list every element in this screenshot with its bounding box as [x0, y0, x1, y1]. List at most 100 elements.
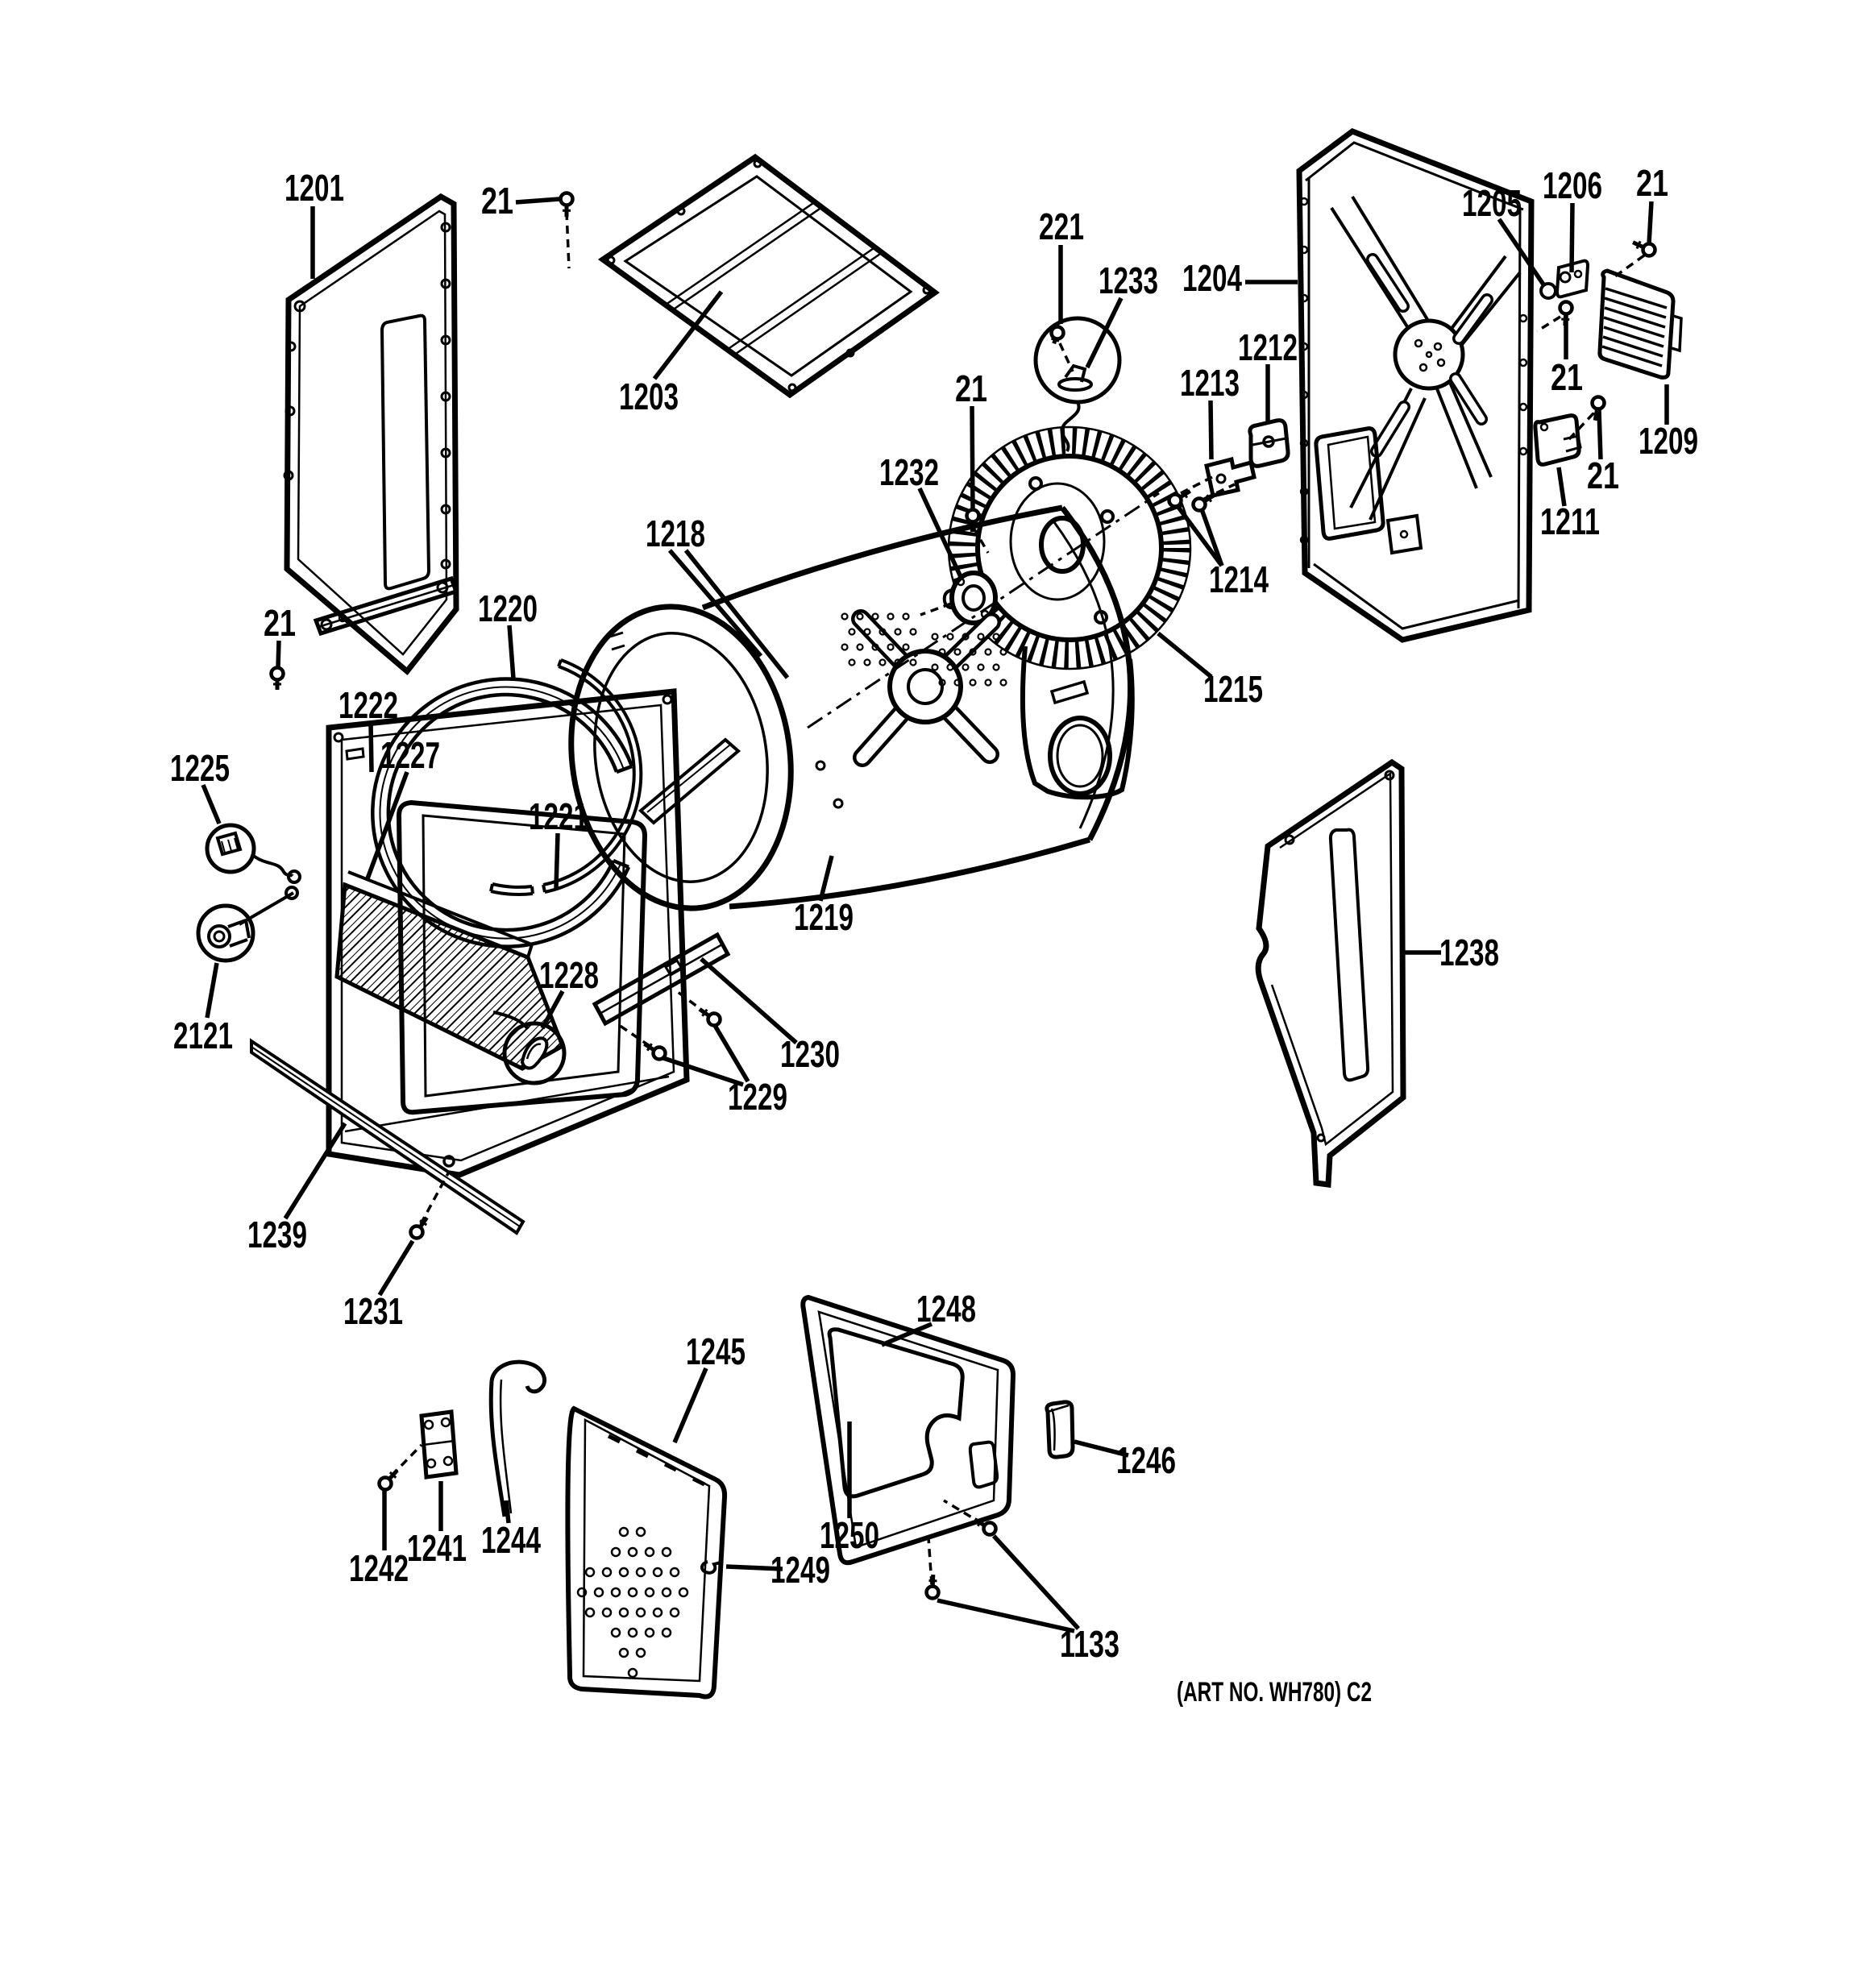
leader-line-1133 [991, 1534, 1081, 1630]
part-label-1230: 1230 [780, 1033, 840, 1075]
part-label-1244: 1244 [481, 1519, 541, 1561]
hub-perforation-dot [856, 612, 864, 620]
rear-panel-1204 [1296, 128, 1535, 643]
screw-thread [388, 1471, 397, 1479]
hub-perforation-dot [946, 663, 954, 671]
perforation-dot [635, 1607, 646, 1618]
axis-dashdot-line [807, 492, 1160, 729]
inset-detail-circle [502, 1021, 567, 1085]
perforation-dot [618, 1526, 629, 1538]
part-label-1219: 1219 [794, 896, 854, 938]
hub-perforation-dot [938, 648, 946, 656]
dashed-line [565, 211, 571, 269]
igniter-inset-detail [1057, 363, 1093, 452]
perforation-dot [644, 1587, 655, 1598]
leader-line-1225 [201, 783, 222, 825]
leader-line-1203 [652, 290, 724, 380]
part-label-1228: 1228 [539, 954, 599, 996]
hub-perforation-dot [992, 663, 1000, 671]
hub-perforation-dot [977, 663, 985, 671]
wire-squiggle [1060, 401, 1081, 452]
leader-line-1244 [504, 1500, 511, 1524]
perforation-dot [669, 1567, 680, 1578]
screw-thread [1206, 494, 1213, 503]
perforation-dot [669, 1607, 680, 1618]
screw-head-icon [269, 666, 285, 682]
leader-line-1218 [683, 549, 790, 679]
dashed-line [1180, 475, 1213, 495]
perforation-dot [618, 1647, 629, 1658]
part-label-1233: 1233 [1099, 259, 1158, 301]
leader-line-1233 [1085, 297, 1124, 369]
perforation-dot [576, 1587, 588, 1598]
part-label-1231: 1231 [343, 1290, 403, 1332]
hub-perforation-dot [992, 633, 1000, 641]
hub-perforation-dot [984, 648, 992, 656]
leader-line-1232 [917, 487, 964, 580]
perforation-dot [610, 1546, 621, 1558]
leader-line-1229 [712, 1023, 750, 1083]
part-label-1232: 1232 [879, 451, 939, 493]
art-number-text: (ART NO. WH780) C2 [1177, 1677, 1372, 1708]
access-panel-1245 [565, 1405, 728, 1700]
leader-line-2121 [205, 962, 219, 1019]
drum-baffle [638, 737, 741, 825]
cover-plate-1211 [1533, 413, 1582, 467]
part-label-21: 21 [1587, 454, 1619, 496]
lint-filter-1227 [334, 870, 566, 1071]
part-label-1218: 1218 [646, 513, 705, 554]
hub-perforation-dot [856, 643, 864, 651]
leader-line-1214 [1175, 504, 1224, 567]
hub-perforation-dot [902, 643, 910, 651]
part-label-21: 21 [1636, 162, 1668, 204]
part-label-21: 21 [1551, 356, 1583, 398]
perforation-dot [627, 1546, 638, 1558]
inset-detail-circle [1033, 316, 1122, 405]
door-handle-1246 [1045, 1400, 1075, 1459]
front-panel-1222 [285, 688, 690, 1178]
idler-assembly-1212 [1248, 418, 1290, 468]
part-label-1215: 1215 [1203, 668, 1263, 710]
hub-perforation-dot [931, 633, 939, 641]
part-label-21: 21 [955, 367, 987, 409]
part-label-21: 21 [264, 602, 296, 644]
perforation-dot [618, 1567, 629, 1578]
perforation-dot [661, 1627, 672, 1638]
hub-perforation-dot [931, 663, 939, 671]
leader-line-21 [515, 197, 560, 205]
hub-perforation-dot [863, 658, 871, 666]
part-label-1209: 1209 [1639, 420, 1698, 462]
top-panel-1203 [597, 153, 940, 399]
part-label-1250: 1250 [820, 1514, 879, 1556]
hub-perforation-dot [887, 612, 895, 620]
part-label-1227: 1227 [380, 734, 440, 776]
screw-thread [701, 1008, 708, 1017]
part-label-1248: 1248 [916, 1288, 976, 1330]
screw-head-icon [924, 1584, 941, 1600]
part-label-1221: 1221 [529, 795, 588, 837]
perforation-dot [584, 1607, 596, 1618]
door-hinge-1241 [419, 1409, 459, 1480]
washer-1205 [1539, 282, 1557, 300]
hub-perforation-dot [863, 628, 871, 636]
perforation-dot [635, 1526, 646, 1538]
hub-perforation-dot [969, 679, 977, 687]
leader-line-1219 [818, 855, 834, 902]
part-label-1211: 1211 [1540, 500, 1600, 542]
part-label-1246: 1246 [1116, 1439, 1176, 1481]
perforation-dot [610, 1627, 621, 1638]
perforation-dot [661, 1587, 672, 1598]
inset-detail-circle [205, 823, 256, 874]
screw-head-icon [965, 508, 981, 524]
hub-perforation-dot [871, 612, 879, 620]
drum-glide-1221 [489, 658, 643, 897]
screw-head-icon [409, 1224, 425, 1240]
leader-line-1211 [1556, 467, 1567, 507]
hub-perforation-dot [999, 648, 1007, 656]
door-catch-inset-1228 [492, 1011, 549, 1070]
perforation-dot [618, 1607, 629, 1618]
hub-perforation-dot [969, 648, 977, 656]
hub-perforation-dot [848, 628, 856, 636]
leader-line-1229 [660, 1055, 744, 1087]
